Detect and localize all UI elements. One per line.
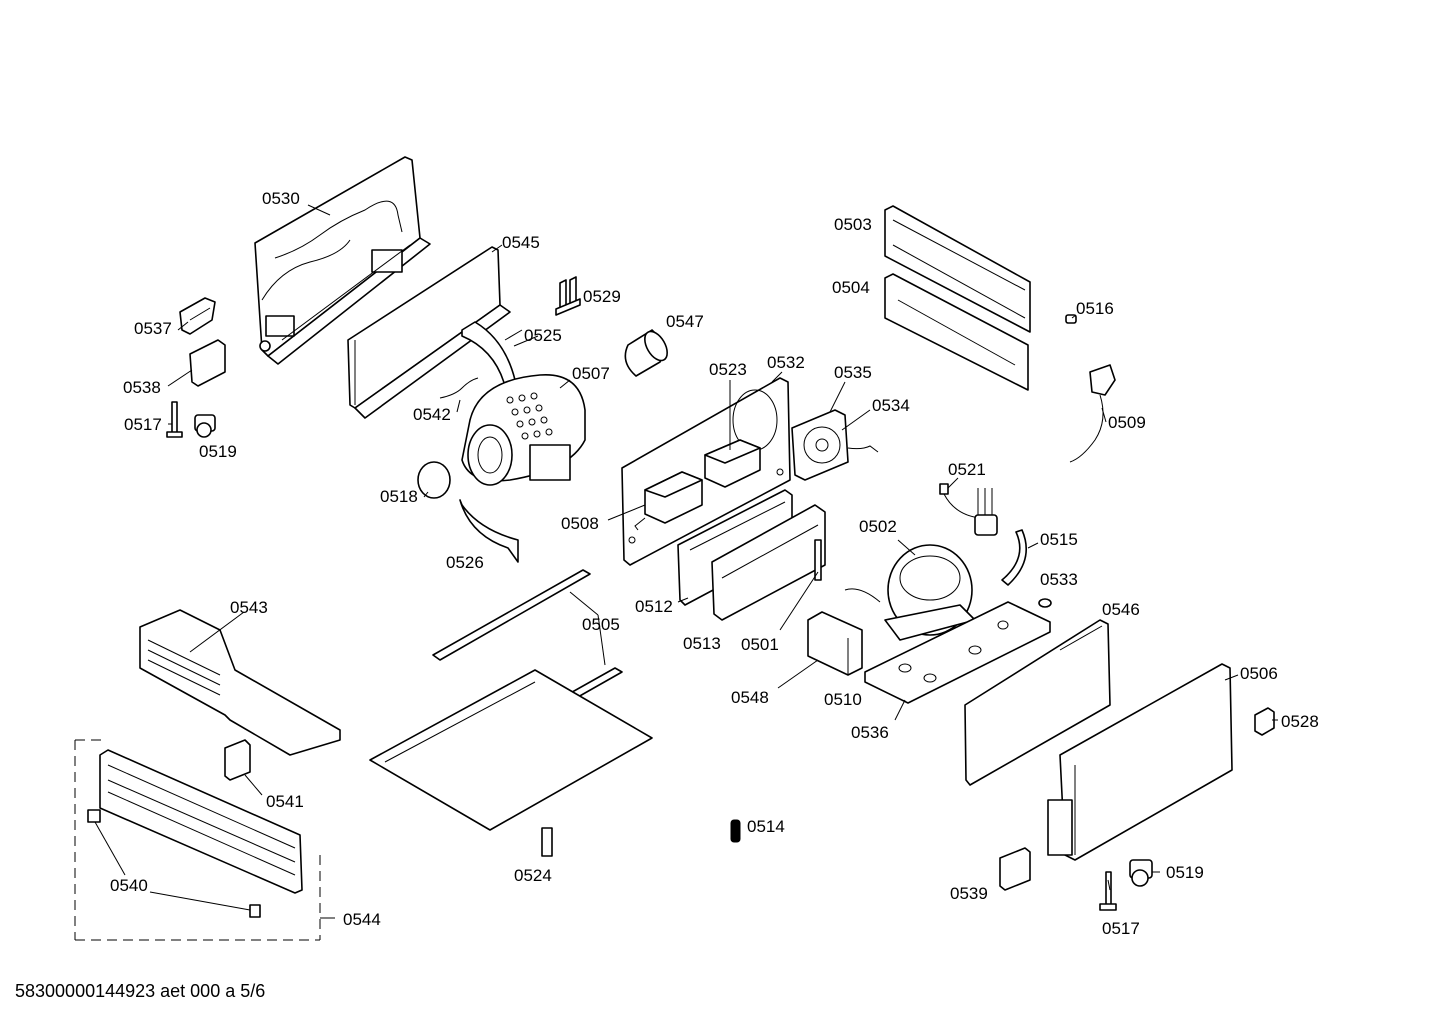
part-0538-plate <box>189 339 226 387</box>
label-0509: 0509 <box>1108 413 1146 432</box>
label-0507: 0507 <box>572 364 610 383</box>
label-0524: 0524 <box>514 866 552 885</box>
label-0544: 0544 <box>343 910 381 929</box>
part-0501-drier <box>814 539 822 581</box>
part-0519-castor-right <box>1129 859 1153 887</box>
label-0517-right: 0517 <box>1102 919 1140 938</box>
part-0528-small-box <box>1254 707 1275 736</box>
label-0508: 0508 <box>561 514 599 533</box>
label-0514: 0514 <box>747 817 785 836</box>
label-0541: 0541 <box>266 792 304 811</box>
part-labels: 0530 0545 0529 0547 0525 0537 0538 0517 … <box>110 189 1319 938</box>
label-0515: 0515 <box>1040 530 1078 549</box>
part-0505-tray <box>369 669 653 831</box>
part-0504-panel <box>884 273 1029 391</box>
label-0518: 0518 <box>380 487 418 506</box>
label-0502: 0502 <box>859 517 897 536</box>
part-0542-cable <box>439 377 479 399</box>
part-0541-bracket <box>224 739 251 781</box>
label-0528: 0528 <box>1281 712 1319 731</box>
part-0515-tube <box>1001 529 1028 586</box>
part-0529-bracket <box>555 276 581 316</box>
part-0536-base-plate <box>864 601 1051 704</box>
label-0543: 0543 <box>230 598 268 617</box>
part-0508-transformer <box>634 471 703 531</box>
part-0514-cylinder <box>730 819 741 843</box>
part-0537-bracket <box>179 297 216 335</box>
label-0546: 0546 <box>1102 600 1140 619</box>
label-0516: 0516 <box>1076 299 1114 318</box>
part-0513-cover <box>711 504 826 621</box>
part-0548-box <box>807 611 863 676</box>
label-0504: 0504 <box>832 278 870 297</box>
part-0517-screw-left <box>166 401 183 438</box>
part-0517-screw-right <box>1099 871 1117 911</box>
label-0540: 0540 <box>110 876 148 895</box>
part-0530-frame <box>254 156 431 365</box>
label-0538: 0538 <box>123 378 161 397</box>
part-0523-transformer <box>704 439 761 488</box>
label-0526: 0526 <box>446 553 484 572</box>
label-0529: 0529 <box>583 287 621 306</box>
part-0524-clip <box>541 827 553 857</box>
label-0533: 0533 <box>1040 570 1078 589</box>
label-0513: 0513 <box>683 634 721 653</box>
label-0532: 0532 <box>767 353 805 372</box>
label-0506: 0506 <box>1240 664 1278 683</box>
part-0544-front-grille <box>74 739 321 941</box>
label-0537: 0537 <box>134 319 172 338</box>
part-0540-pad <box>87 809 261 918</box>
label-0517-left: 0517 <box>124 415 162 434</box>
part-0525-shroud <box>461 321 523 387</box>
part-0543-grille-assembly <box>139 609 341 756</box>
part-0503-panel <box>884 205 1031 333</box>
label-0542: 0542 <box>413 405 451 424</box>
label-0503: 0503 <box>834 215 872 234</box>
part-0507-blower <box>461 374 586 486</box>
label-0501: 0501 <box>741 635 779 654</box>
part-0521-relay <box>939 483 998 536</box>
label-0510: 0510 <box>824 690 862 709</box>
part-0518-gasket <box>417 461 451 499</box>
label-0545: 0545 <box>502 233 540 252</box>
part-0502-compressor <box>844 544 976 641</box>
label-0519-right: 0519 <box>1166 863 1204 882</box>
label-0547: 0547 <box>666 312 704 331</box>
part-0533-grommet <box>1038 598 1052 608</box>
part-0534-fan <box>791 409 879 481</box>
label-0525: 0525 <box>524 326 562 345</box>
label-0512: 0512 <box>635 597 673 616</box>
label-0536: 0536 <box>851 723 889 742</box>
label-0521: 0521 <box>948 460 986 479</box>
label-0523: 0523 <box>709 360 747 379</box>
label-0548: 0548 <box>731 688 769 707</box>
leader-lines <box>94 204 1278 919</box>
part-0539-bracket <box>999 847 1031 891</box>
part-0519-castor-left <box>194 414 216 438</box>
part-0526-curved-plate <box>459 499 519 563</box>
label-0505: 0505 <box>582 615 620 634</box>
label-0539: 0539 <box>950 884 988 903</box>
part-0506-rear-panel <box>1047 663 1233 861</box>
footer-document-id: 58300000144923 aet 000 a 5/6 <box>15 981 265 1001</box>
label-0519-left: 0519 <box>199 442 237 461</box>
part-0547-roller <box>624 329 668 377</box>
label-0530: 0530 <box>262 189 300 208</box>
label-0535: 0535 <box>834 363 872 382</box>
label-0534: 0534 <box>872 396 910 415</box>
part-0546-side-panel <box>964 619 1111 786</box>
